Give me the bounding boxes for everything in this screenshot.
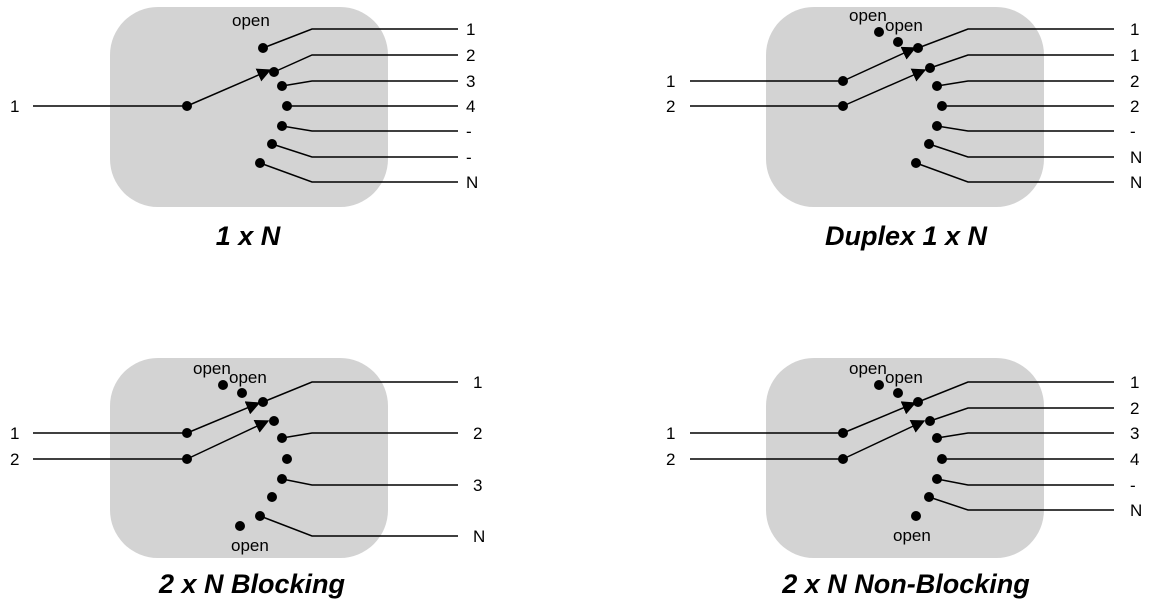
- open-node: [218, 380, 228, 390]
- switch-arm: [842, 401, 917, 434]
- diagram-caption: Duplex 1 x N: [825, 221, 988, 251]
- output-label: N: [473, 527, 485, 546]
- open-label: open: [231, 536, 269, 555]
- output-label: 2: [1130, 399, 1139, 418]
- output-line: [273, 54, 458, 73]
- open-node: [893, 388, 903, 398]
- open-node: [237, 388, 247, 398]
- output-label: N: [466, 173, 478, 192]
- output-label: 1: [1130, 20, 1139, 39]
- output-label: 2: [1130, 72, 1139, 91]
- open-node: [874, 380, 884, 390]
- switch-housing: [766, 7, 1044, 207]
- switch-arm: [842, 420, 926, 460]
- open-label: open: [232, 11, 270, 30]
- output-line: [929, 407, 1114, 422]
- diagram-caption: 2 x N Non-Blocking: [781, 569, 1030, 599]
- output-line: [936, 478, 1114, 486]
- input-label: 1: [666, 424, 675, 443]
- diagram-2xn-non-blocking: 1 2 open open 1 2 3 4 - N open 2 x N Non…: [666, 358, 1142, 599]
- output-label: 1: [1130, 46, 1139, 65]
- output-label: N: [1130, 501, 1142, 520]
- switch-arm: [186, 420, 270, 460]
- output-node: [267, 492, 277, 502]
- input-label: 2: [666, 450, 675, 469]
- output-label: 1: [466, 20, 475, 39]
- open-node: [911, 511, 921, 521]
- output-label: -: [466, 148, 472, 167]
- switch-housing: [110, 7, 388, 207]
- output-line: [271, 143, 458, 158]
- output-line: [281, 80, 458, 87]
- output-label: 3: [473, 476, 482, 495]
- output-label: -: [1130, 122, 1136, 141]
- output-line: [936, 125, 1114, 132]
- open-label: open: [885, 16, 923, 35]
- switch-arm: [842, 68, 927, 107]
- output-line: [281, 478, 458, 486]
- output-line: [262, 381, 458, 403]
- open-node: [874, 27, 884, 37]
- output-line: [281, 125, 458, 132]
- open-label: open: [849, 6, 887, 25]
- switch-arm: [186, 401, 261, 434]
- input-label: 2: [10, 450, 19, 469]
- output-label: -: [1130, 476, 1136, 495]
- output-line: [936, 432, 1114, 439]
- output-node: [269, 416, 279, 426]
- output-label: 3: [466, 72, 475, 91]
- output-label: N: [1130, 148, 1142, 167]
- diagram-duplex-1xn: 1 2 open open 1 1 2 2 - N N Duplex 1 x N: [666, 6, 1142, 251]
- output-label: 4: [1130, 450, 1139, 469]
- output-line: [281, 432, 458, 439]
- output-label: 2: [466, 46, 475, 65]
- output-line: [259, 162, 458, 183]
- output-node: [282, 454, 292, 464]
- output-line: [262, 28, 458, 49]
- output-label: 3: [1130, 424, 1139, 443]
- open-label: open: [893, 526, 931, 545]
- output-line: [259, 515, 458, 537]
- output-label: 2: [1130, 97, 1139, 116]
- input-label: 2: [666, 97, 675, 116]
- output-label: 2: [473, 424, 482, 443]
- output-line: [928, 496, 1114, 511]
- input-label: 1: [10, 424, 19, 443]
- output-label: N: [1130, 173, 1142, 192]
- output-line: [936, 80, 1114, 87]
- output-line: [915, 162, 1114, 183]
- output-label: 1: [1130, 373, 1139, 392]
- switch-arm: [842, 46, 917, 82]
- output-label: 1: [473, 373, 482, 392]
- input-label: 1: [10, 97, 19, 116]
- output-line: [928, 143, 1114, 158]
- open-label: open: [193, 359, 231, 378]
- diagram-1xn: 1 open 1 2 3 4 - - N 1 x N: [10, 7, 478, 251]
- output-label: -: [466, 122, 472, 141]
- open-label: open: [885, 368, 923, 387]
- output-line: [917, 28, 1114, 49]
- output-line: [917, 381, 1114, 403]
- diagram-2xn-blocking: 1 2 open open 1 2 3 N open 2 x N Blockin…: [10, 358, 485, 599]
- open-label: open: [849, 359, 887, 378]
- open-node: [235, 521, 245, 531]
- open-node: [893, 37, 903, 47]
- output-line: [929, 54, 1114, 69]
- input-label: 1: [666, 72, 675, 91]
- diagram-caption: 1 x N: [216, 221, 281, 251]
- diagram-caption: 2 x N Blocking: [158, 569, 346, 599]
- output-label: 4: [466, 97, 475, 116]
- open-label: open: [229, 368, 267, 387]
- switch-housing: [110, 358, 388, 558]
- switch-arm: [186, 68, 272, 107]
